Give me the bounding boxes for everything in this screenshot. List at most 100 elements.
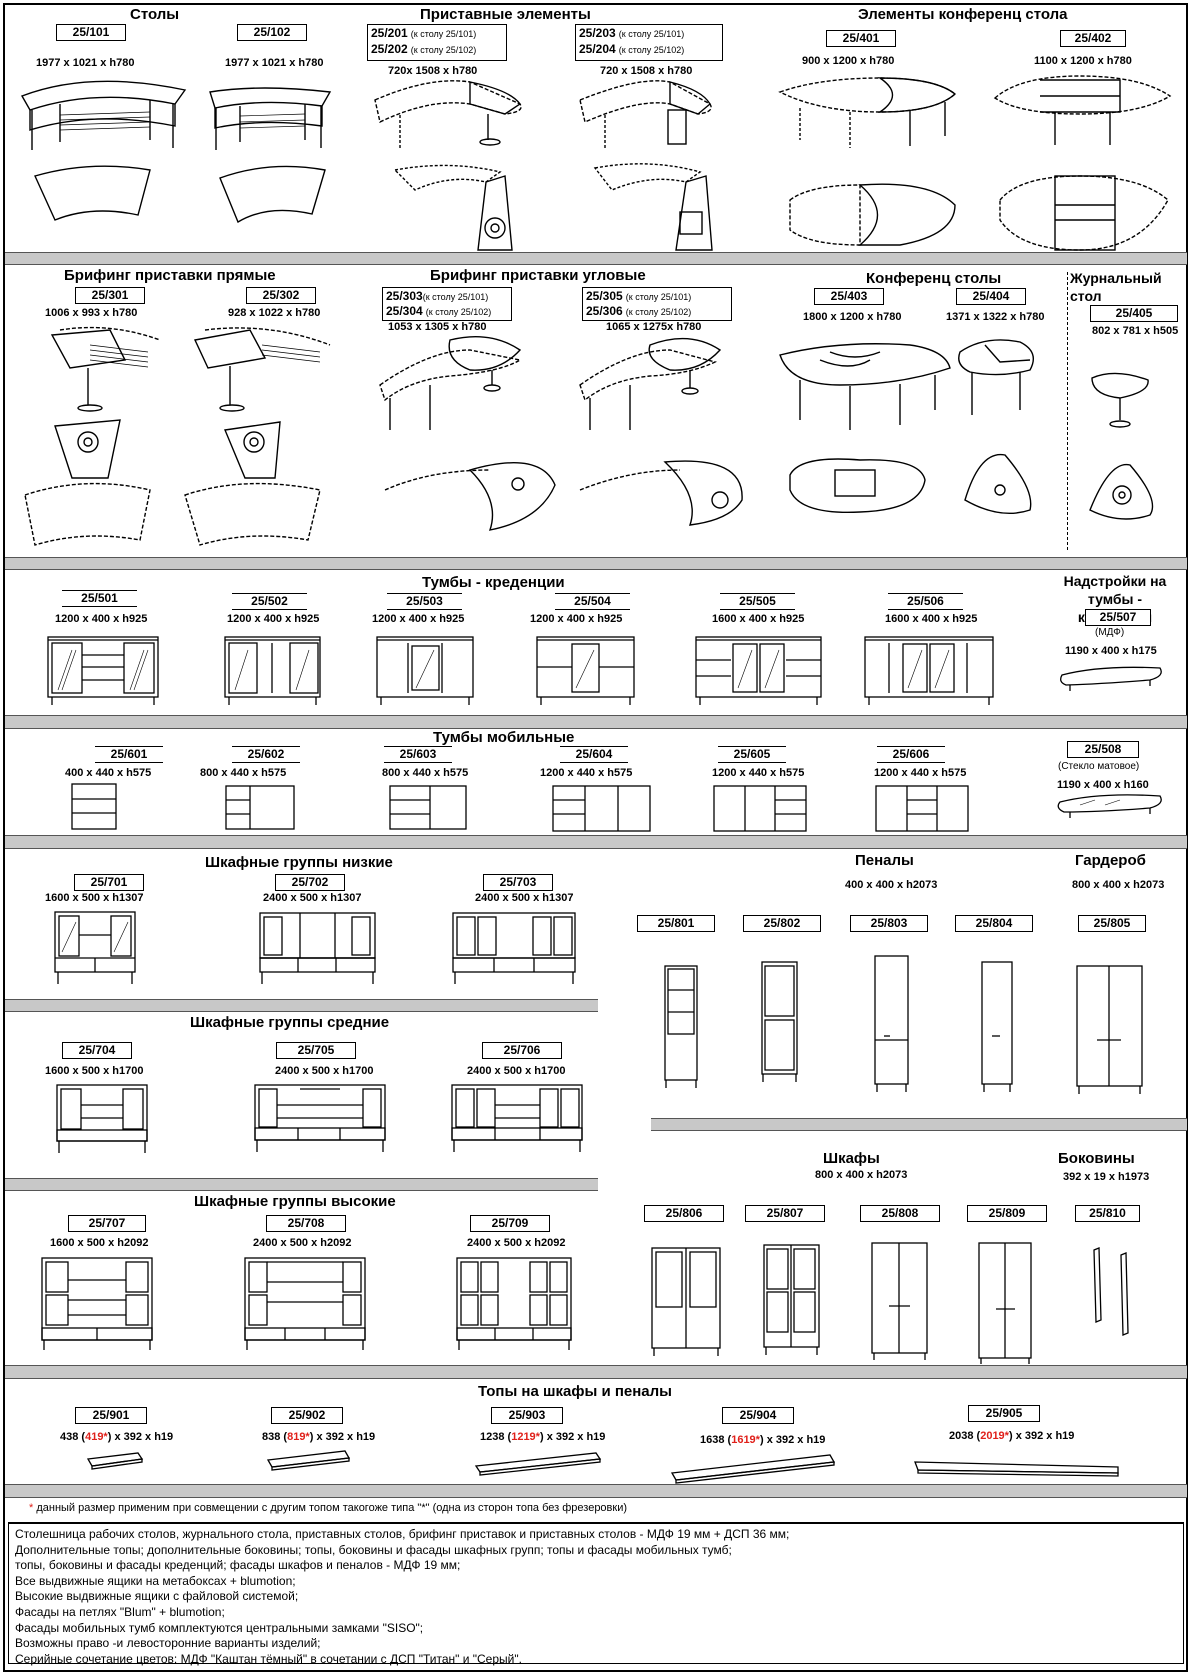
item-dim: 1200 x 400 x h925 xyxy=(372,613,465,625)
item-code: 25/701 xyxy=(74,874,144,891)
item-code: 25/404 xyxy=(956,288,1026,305)
divider-band xyxy=(5,1484,1187,1498)
item-code: 25/504 xyxy=(555,593,630,610)
section-title-brif-uglovye: Брифинг приставки угловые xyxy=(430,267,646,284)
item-dim: 1600 x 400 x h925 xyxy=(712,613,805,625)
item-code: 25/505 xyxy=(720,593,795,610)
section-title-tumby-kred: Тумбы - креденции xyxy=(422,574,565,591)
divider-band xyxy=(5,557,1187,570)
section-title-shkafy: Шкафы xyxy=(823,1150,880,1167)
item-dim: 802 x 781 x h505 xyxy=(1092,325,1179,337)
item-code: 25/602 xyxy=(232,746,300,763)
item-subnote: (Стекло матовое) xyxy=(1058,761,1140,772)
item-dim: 1053 x 1305 x h780 xyxy=(388,321,487,333)
item-dim: 1600 x 500 x h1700 xyxy=(45,1065,144,1077)
dashed-separator xyxy=(1067,272,1068,550)
item-code: 25/301 xyxy=(75,287,145,304)
item-code: 25/503 xyxy=(387,593,462,610)
item-dim: 392 x 19 x h1973 xyxy=(1063,1171,1150,1183)
item-code: 25/804 xyxy=(955,915,1033,932)
item-code: 25/901 xyxy=(75,1407,147,1424)
section-title-bokoviny: Боковины xyxy=(1058,1150,1135,1167)
divider-band xyxy=(5,1178,598,1191)
item-dim: 1065 x 1275x h780 xyxy=(606,321,702,333)
item-code-group: 25/305 (к столу 25/101) 25/306 (к столу … xyxy=(582,287,732,321)
section-title-penaly: Пеналы xyxy=(855,852,914,869)
item-code: 25/806 xyxy=(644,1205,724,1222)
catalog-frame xyxy=(3,3,1188,1672)
note-line: Столешница рабочих столов, журнального с… xyxy=(15,1527,790,1541)
row2-drawings xyxy=(24,326,1154,546)
item-dim: 1800 x 1200 x h780 xyxy=(803,311,902,323)
item-dim: 2400 x 500 x h1700 xyxy=(467,1065,566,1077)
item-dim: 1200 x 440 x h575 xyxy=(540,767,633,779)
section-title-tumby-mob: Тумбы мобильные xyxy=(433,729,575,746)
divider-band xyxy=(5,715,1187,729)
note-line: Все выдвижные ящики на метабоксах + blum… xyxy=(15,1573,296,1588)
item-dim: 2038 (2019*) x 392 x h19 xyxy=(949,1430,1075,1442)
item-code: 25/708 xyxy=(266,1215,346,1232)
item-code: 25/704 xyxy=(62,1042,132,1059)
item-code: 25/807 xyxy=(745,1205,825,1222)
item-code: 25/905 xyxy=(968,1405,1040,1422)
section-title-garderob: Гардероб xyxy=(1075,852,1146,869)
note-line: Дополнительные топы; дополнительные боко… xyxy=(15,1542,732,1557)
item-code: 25/902 xyxy=(271,1407,343,1424)
note-line: Фасады мобильных тумб комплектуются цент… xyxy=(15,1620,424,1635)
item-code: 25/501 xyxy=(62,590,137,607)
item-code: 25/606 xyxy=(877,746,945,763)
item-code: 25/706 xyxy=(482,1042,562,1059)
item-code: 25/603 xyxy=(384,746,452,763)
item-code: 25/709 xyxy=(470,1215,550,1232)
item-code: 25/604 xyxy=(560,746,628,763)
tops-drawings xyxy=(86,1450,1119,1484)
section-title-shkaf-nizkie: Шкафные группы низкие xyxy=(205,854,393,871)
item-dim: 1200 x 400 x h925 xyxy=(530,613,623,625)
note-line: Высокие выдвижные ящики с файловой систе… xyxy=(15,1589,299,1604)
note-line: Возможны право -и левосторонние варианты… xyxy=(15,1636,321,1651)
item-code: 25/302 xyxy=(246,287,316,304)
item-dim: 800 x 400 x h2073 xyxy=(815,1169,908,1181)
section-title-konf-stoly: Конференц столы xyxy=(866,270,1002,287)
item-dim: 838 (819*) x 392 x h19 xyxy=(262,1431,376,1443)
note-line: Фасады на петлях "Blum" + blumotion; xyxy=(15,1604,225,1619)
item-dim: 2400 x 500 x h1700 xyxy=(275,1065,374,1077)
row4-drawings xyxy=(71,783,1162,832)
item-dim: 1977 x 1021 x h780 xyxy=(225,57,324,69)
row1-drawings xyxy=(20,75,1172,251)
item-code: 25/803 xyxy=(850,915,928,932)
divider-band xyxy=(5,999,598,1012)
note-line: топы, боковины и фасады креденций; фасад… xyxy=(15,1558,461,1573)
section-title-topy: Топы на шкафы и пеналы xyxy=(478,1383,672,1400)
cabinet-drawings xyxy=(41,911,1143,1364)
item-dim: 720 x 1508 x h780 xyxy=(600,65,693,77)
note-line: Серийные сочетание цветов: МДФ "Каштан т… xyxy=(15,1651,522,1666)
item-code: 25/904 xyxy=(722,1407,794,1424)
item-code: 25/401 xyxy=(826,30,896,47)
item-dim: 2400 x 500 x h2092 xyxy=(253,1237,352,1249)
item-dim: 1238 (1219*) x 392 x h19 xyxy=(480,1431,606,1443)
item-code: 25/601 xyxy=(95,746,163,763)
item-code: 25/402 xyxy=(1060,30,1126,47)
section-title-konf-elements: Элементы конференц стола xyxy=(858,6,1068,23)
item-code: 25/507 xyxy=(1085,609,1151,626)
item-code: 25/506 xyxy=(888,593,963,610)
item-code-group: 25/203 (к столу 25/101) 25/204 (к столу … xyxy=(575,24,723,61)
item-dim: 1600 x 500 x h1307 xyxy=(45,892,144,904)
item-code: 25/805 xyxy=(1078,915,1146,932)
item-dim: 800 x 400 x h2073 xyxy=(1072,879,1165,891)
item-dim: 1200 x 440 x h575 xyxy=(712,767,805,779)
item-code: 25/810 xyxy=(1075,1205,1140,1222)
item-dim: 800 x 440 x h575 xyxy=(382,767,469,779)
item-dim: 2400 x 500 x h2092 xyxy=(467,1237,566,1249)
divider-band xyxy=(5,835,1187,849)
item-code: 25/802 xyxy=(743,915,821,932)
item-dim: 2400 x 500 x h1307 xyxy=(475,892,574,904)
item-code: 25/502 xyxy=(232,593,307,610)
item-code: 25/102 xyxy=(237,24,307,41)
item-code: 25/605 xyxy=(718,746,786,763)
item-code: 25/508 xyxy=(1067,741,1139,758)
item-dim: 1190 x 400 x h175 xyxy=(1065,645,1157,657)
item-code: 25/801 xyxy=(637,915,715,932)
item-code: 25/809 xyxy=(967,1205,1047,1222)
